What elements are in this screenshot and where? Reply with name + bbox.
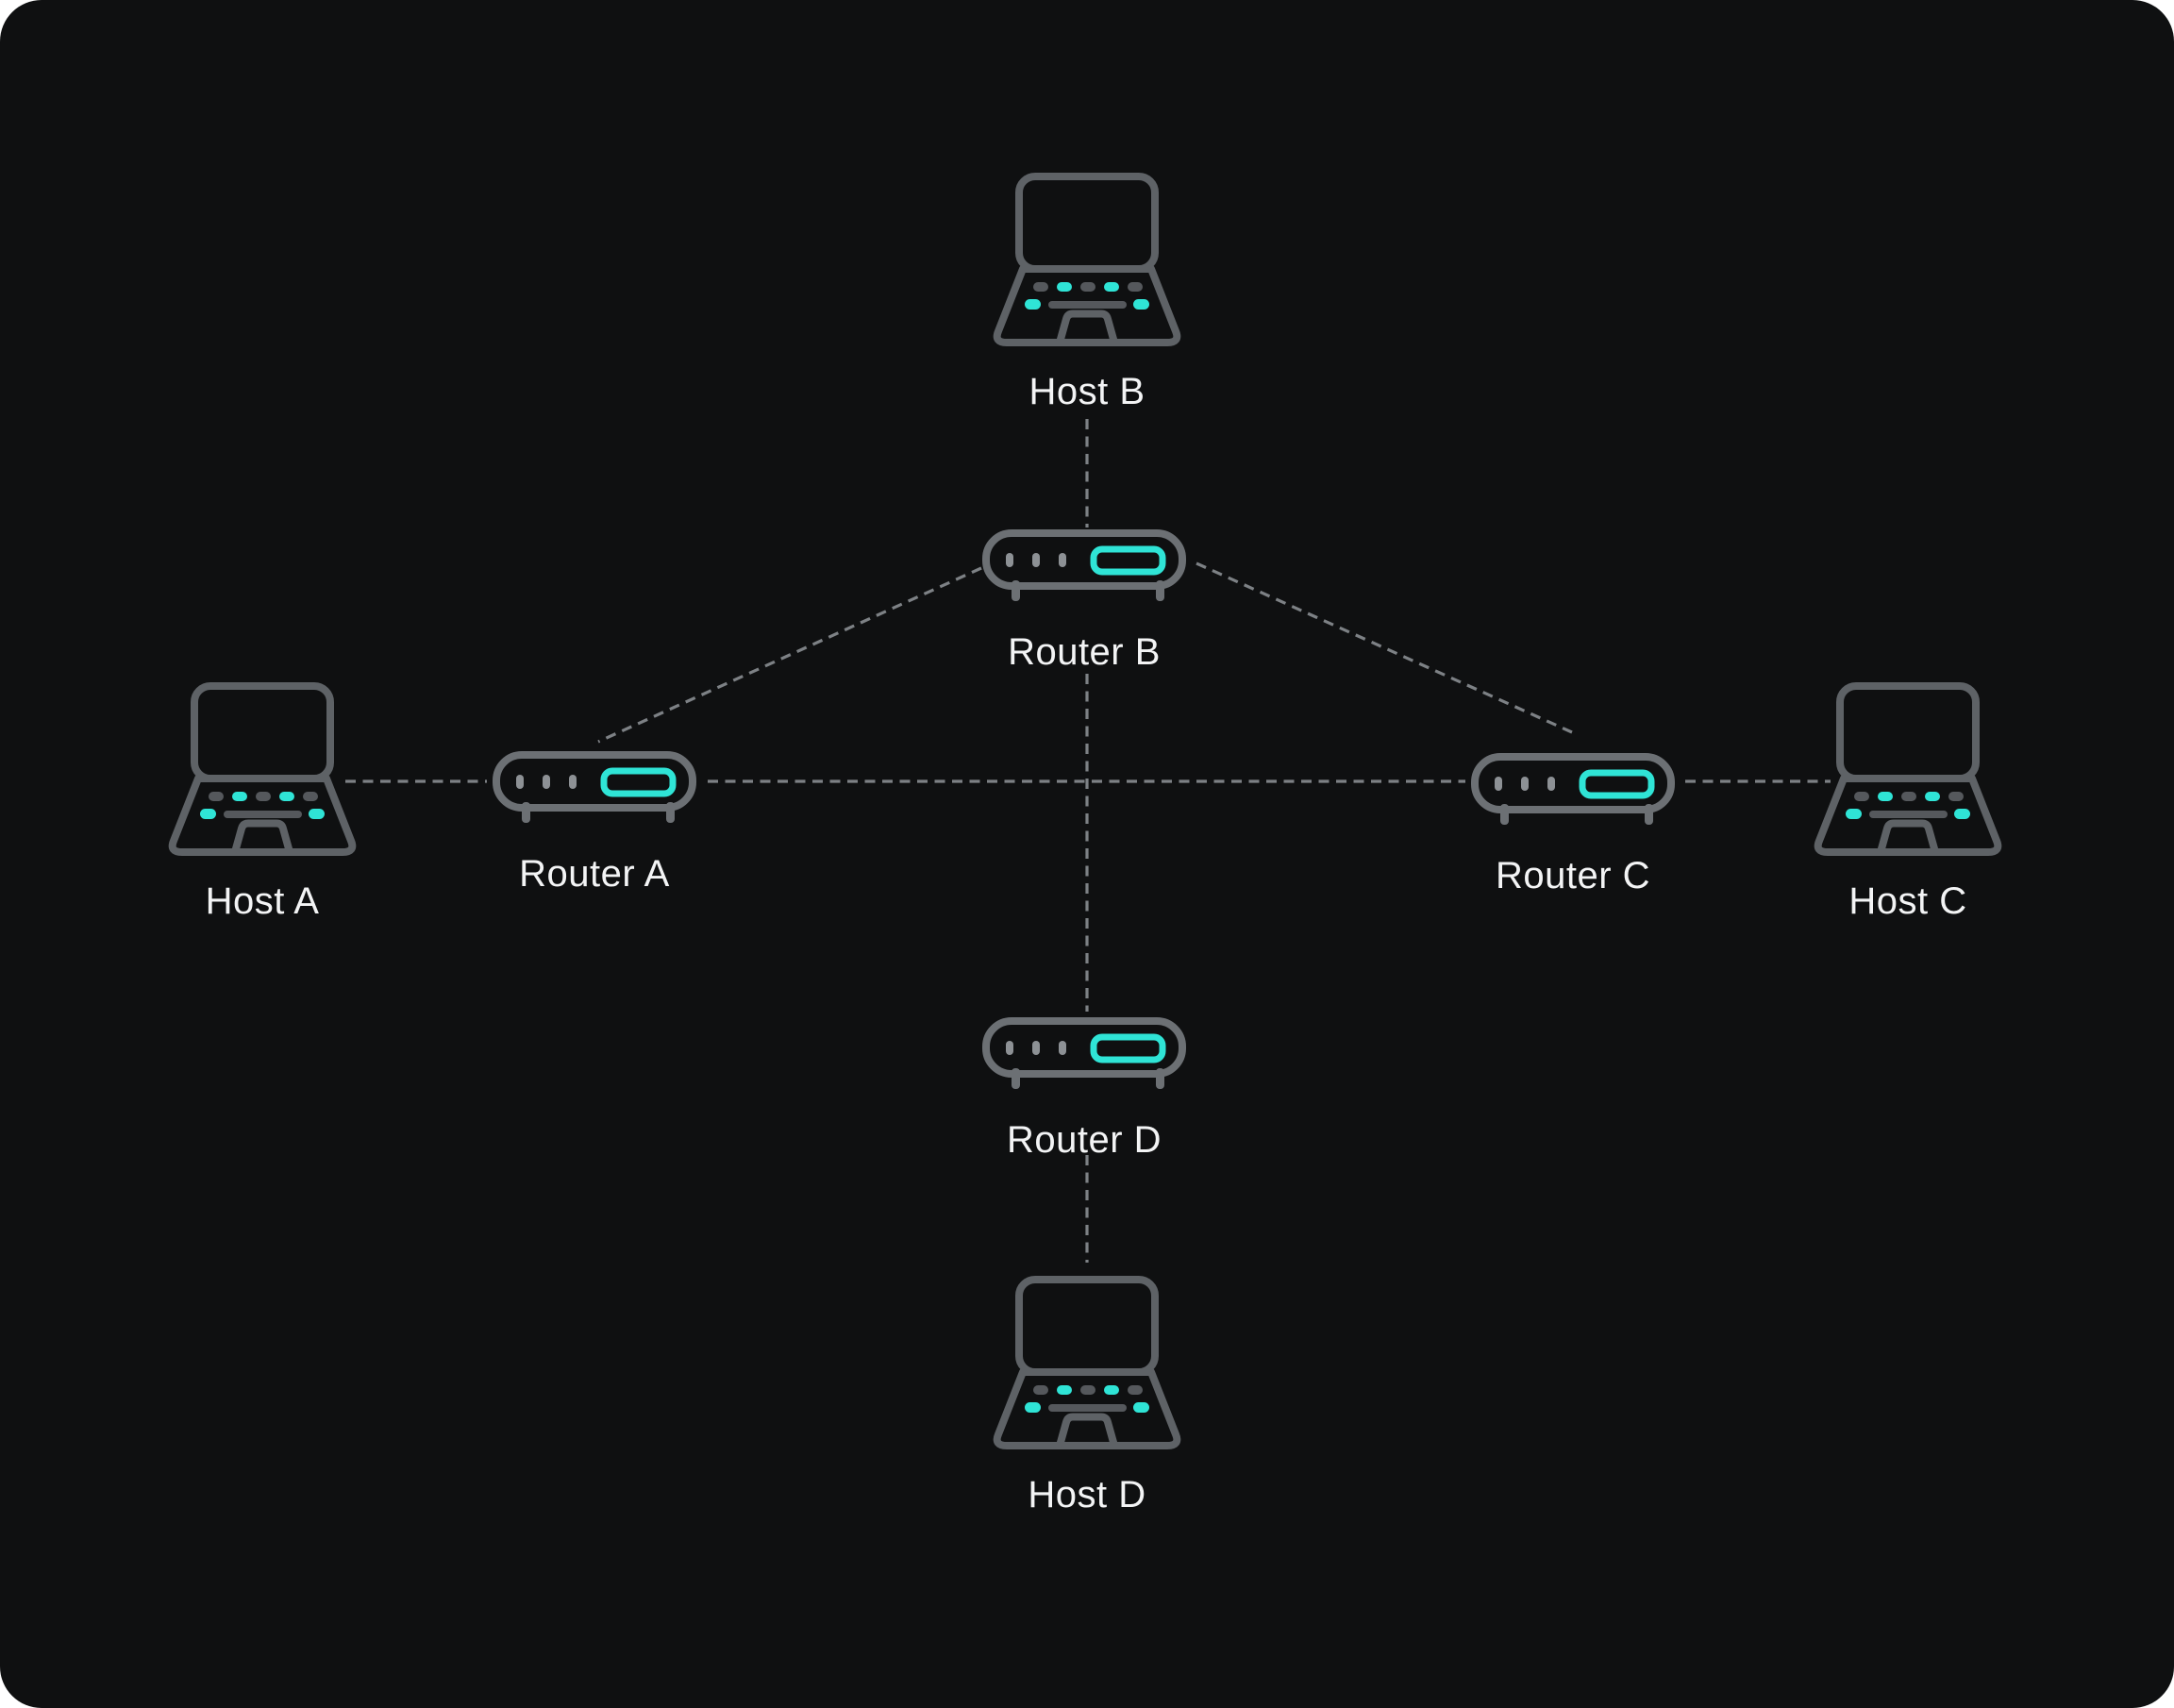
node-label: Host B <box>1028 371 1146 412</box>
laptop-icon <box>168 682 357 856</box>
node-host-a[interactable]: Host A <box>168 678 357 926</box>
laptop-icon <box>993 173 1181 346</box>
router-icon <box>1471 753 1675 825</box>
router-icon <box>982 1017 1186 1089</box>
edge-router-b-router-c <box>1196 561 1573 734</box>
node-label: Host A <box>205 880 320 922</box>
node-host-b[interactable]: Host B <box>993 169 1181 416</box>
node-host-d[interactable]: Host D <box>993 1272 1181 1519</box>
node-label: Router D <box>1006 1119 1162 1161</box>
node-label: Router B <box>1008 631 1161 673</box>
node-router-a[interactable]: Router A <box>493 751 696 898</box>
node-label: Host C <box>1848 880 1967 922</box>
node-router-d[interactable]: Router D <box>982 1017 1186 1164</box>
laptop-icon <box>993 1276 1181 1449</box>
router-icon <box>982 529 1186 601</box>
edge-router-b-router-a <box>597 566 982 744</box>
router-icon <box>493 751 696 823</box>
node-label: Router A <box>519 853 670 895</box>
node-label: Host D <box>1028 1474 1146 1515</box>
node-router-b[interactable]: Router B <box>982 529 1186 677</box>
laptop-icon <box>1814 682 2002 856</box>
node-router-c[interactable]: Router C <box>1471 753 1675 900</box>
node-host-c[interactable]: Host C <box>1814 678 2002 926</box>
node-label: Router C <box>1495 855 1651 896</box>
